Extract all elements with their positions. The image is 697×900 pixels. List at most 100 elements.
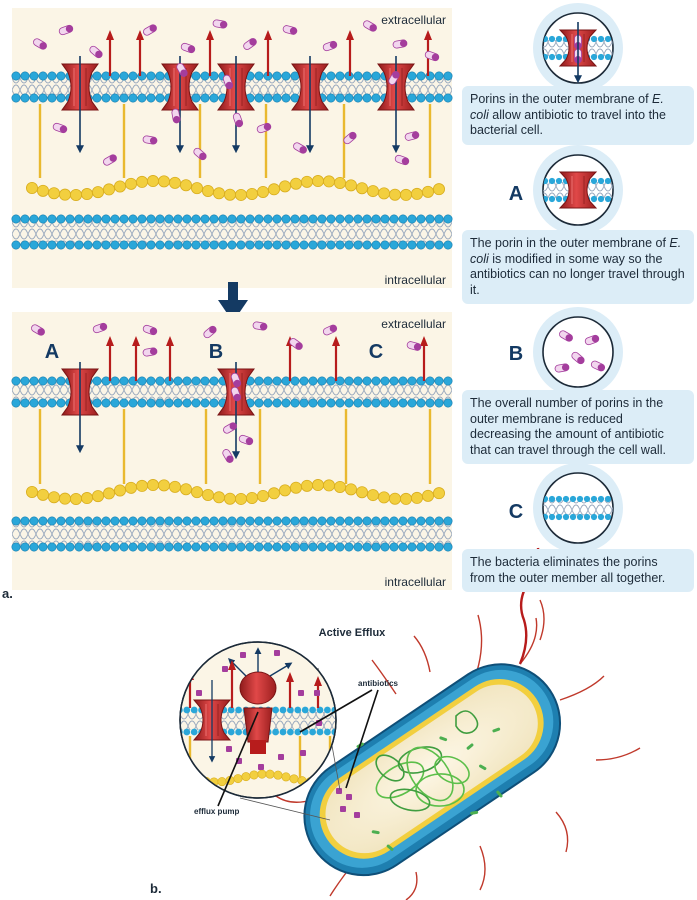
peptidoglycan-bead (157, 479, 170, 492)
antibiotic-pill (388, 71, 400, 85)
efflux-pump-head (239, 671, 277, 705)
plasmid (455, 710, 479, 734)
antibiotic-square (222, 666, 228, 672)
dna-loop (375, 754, 405, 782)
peptidoglycan-bead (217, 777, 227, 787)
peptidoglycan-bead (355, 486, 368, 499)
lipid-head (353, 93, 363, 103)
lipid-head (263, 376, 273, 386)
panel-b: Active Efflux (150, 547, 641, 900)
peptidoglycan-bead (289, 481, 302, 494)
lipid-head (119, 376, 129, 386)
membrane-protein-group-bottom (38, 336, 432, 484)
lipid-head (191, 71, 201, 81)
dna-fragment (492, 727, 501, 733)
caption-italic: E. coli (470, 236, 682, 266)
peptidoglycan-bead (278, 180, 291, 193)
pill-half (187, 45, 195, 53)
antibiotic-pill (171, 108, 181, 124)
lipid-head (191, 214, 201, 224)
lipid-head (56, 93, 66, 103)
caption-text: Porins in the outer membrane of (470, 92, 653, 106)
lipid-head (173, 542, 183, 552)
lipid-head (245, 214, 255, 224)
antibiotic-pill (31, 324, 45, 336)
lipid-head (434, 398, 444, 408)
lipid-head (11, 516, 21, 526)
lipid-head (83, 516, 93, 526)
peptidoglycan-bead (344, 483, 357, 496)
pill-half (65, 25, 73, 33)
lipid-head (555, 35, 563, 43)
lipid-head (604, 177, 612, 185)
dna-fragment (386, 844, 394, 851)
lipid-head (146, 542, 156, 552)
lipid-head (434, 214, 444, 224)
lipid-head (548, 513, 556, 521)
lipid-head (434, 240, 444, 250)
lipoprotein-head (286, 672, 294, 682)
lipid-head (317, 398, 327, 408)
lipid-head (407, 542, 417, 552)
lipid-head (434, 516, 444, 526)
lipid-head (362, 516, 372, 526)
lipid-head (294, 706, 302, 714)
pill-half (226, 455, 234, 463)
antibiotic-pill (222, 449, 234, 463)
lipid-head (299, 398, 309, 408)
antibiotic-pill (424, 50, 440, 62)
peptidoglycan-bead (256, 185, 269, 198)
peptidoglycan-bead (223, 492, 236, 505)
lipid-head (200, 240, 210, 250)
lipid-head (326, 214, 336, 224)
antibiotic-square (278, 754, 284, 760)
lipid-head (548, 495, 556, 503)
lipid-head (164, 516, 174, 526)
panel-b-title: Active Efflux (319, 627, 387, 639)
lipid-head (110, 542, 120, 552)
peptidoglycan-bead (233, 774, 243, 784)
lipid-head (155, 214, 165, 224)
lipid-head (416, 214, 426, 224)
lipid-head (362, 71, 372, 81)
lipid-head (326, 516, 336, 526)
lipid-head (38, 542, 48, 552)
caption-no-porins: The bacteria eliminates the porins from … (462, 549, 694, 592)
peptidoglycan-bead (25, 181, 38, 194)
lipid-head (190, 728, 198, 736)
lipid-head (182, 240, 192, 250)
lipid-head (398, 376, 408, 386)
pill-half (263, 123, 271, 131)
lipid-head (597, 513, 605, 521)
pill-half (219, 21, 227, 29)
lipid-head (56, 542, 66, 552)
antibiotic-pill (230, 386, 242, 402)
lipid-head (425, 398, 435, 408)
lipid-head (155, 93, 165, 103)
lipid-head (137, 240, 147, 250)
peptidoglycan-bead (190, 182, 203, 195)
lipid-head (20, 542, 30, 552)
lipid-head (389, 398, 399, 408)
peptidoglycan-bead (355, 182, 368, 195)
antibiotic-pill (52, 122, 68, 134)
antibiotic-pill (289, 338, 303, 350)
pill-half (411, 131, 419, 139)
pill-half (401, 157, 409, 165)
label-extracellular-bottom: extracellular (381, 317, 446, 331)
lipid-head (290, 542, 300, 552)
pill-half (39, 42, 47, 50)
lipid-head (362, 240, 372, 250)
peptidoglycan-bead (388, 492, 401, 505)
lipid-head (47, 240, 57, 250)
lipid-head (83, 542, 93, 552)
pill-half (392, 71, 400, 79)
inner-membrane-bottom (11, 516, 453, 552)
lipid-head (47, 516, 57, 526)
flagellum (405, 871, 418, 900)
antibiotic-square (258, 764, 264, 770)
lipid-head (583, 513, 591, 521)
lipid-head (92, 542, 102, 552)
peptidoglycan-bead (114, 180, 127, 193)
lipid-head (110, 516, 120, 526)
